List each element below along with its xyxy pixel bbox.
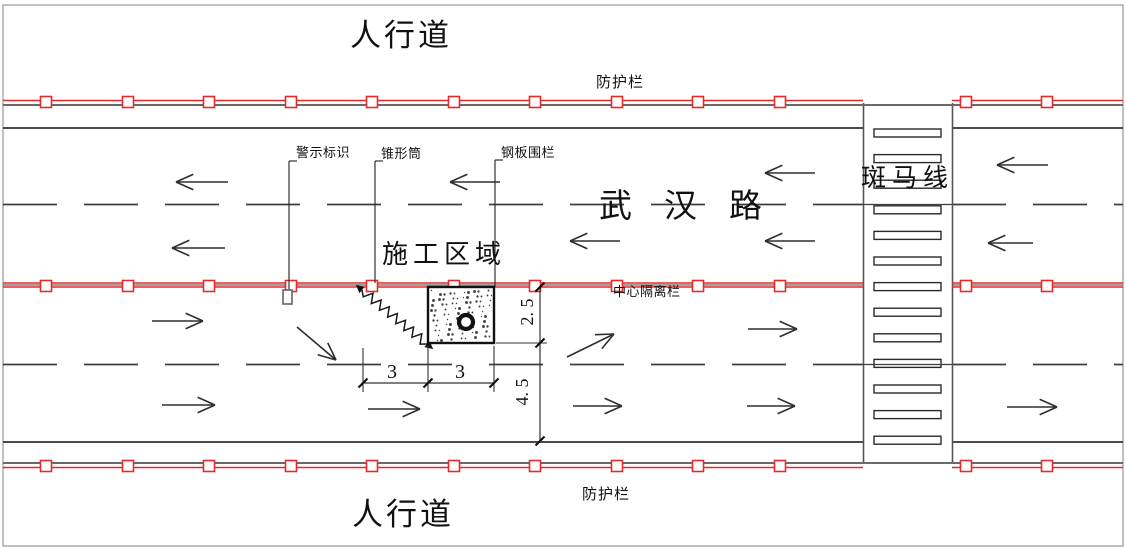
traffic-flow-arrows xyxy=(152,156,1058,418)
guardrail-bottom-label: 防护栏 xyxy=(582,486,631,503)
road-name-label: 武汉路 xyxy=(599,187,794,224)
zebra-crossing xyxy=(862,103,954,463)
steel-plate-fence-label: 钢板围栏 xyxy=(501,145,556,160)
traffic-cone-label: 锥形筒 xyxy=(381,146,422,161)
guardrail-fences xyxy=(3,95,1123,473)
sidewalk-top-label: 人行道 xyxy=(350,18,452,53)
label-leader-lines xyxy=(288,159,503,290)
warning-sign-label: 警示标识 xyxy=(296,145,351,160)
construction-area-label: 施工区域 xyxy=(382,239,507,269)
dimension-taper-length: 3 xyxy=(384,362,400,382)
zebra-crossing-label: 斑马线 xyxy=(861,164,955,192)
dimension-annotations xyxy=(357,281,547,447)
construction-zone xyxy=(282,284,496,350)
road-edges-and-lanes xyxy=(3,127,1123,443)
drawing-border xyxy=(2,4,1124,547)
dimension-workzone-depth: 2. 5 xyxy=(517,298,537,326)
dimension-workzone-width: 3 xyxy=(452,362,468,382)
guardrail-top-label: 防护栏 xyxy=(596,74,645,91)
center-divider-label: 中心隔离栏 xyxy=(613,284,681,299)
dimension-clearance: 4. 5 xyxy=(512,378,532,406)
sidewalk-bottom-label: 人行道 xyxy=(352,497,454,532)
